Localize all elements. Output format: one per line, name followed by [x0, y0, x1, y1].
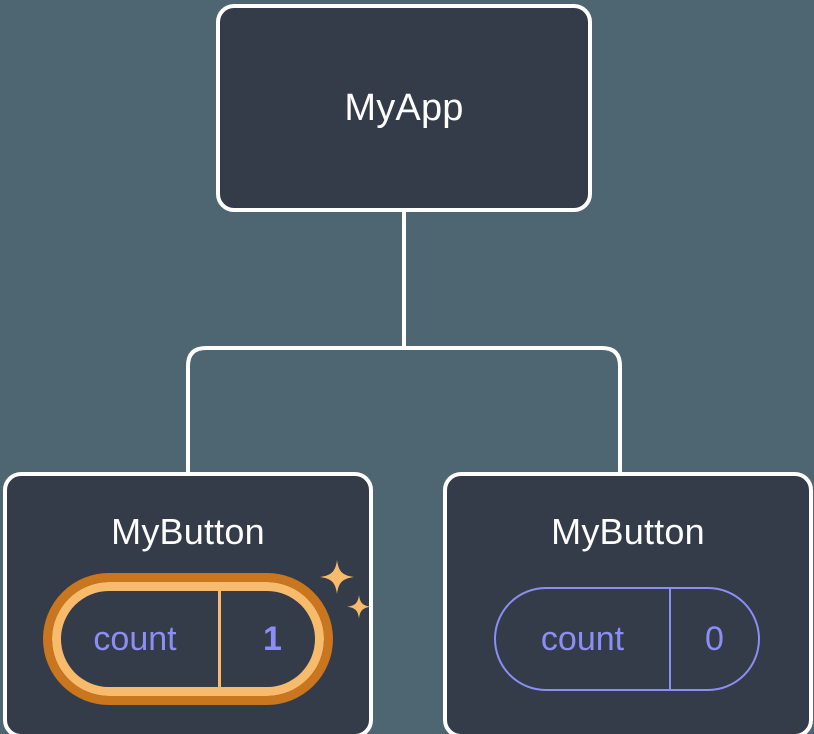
state-value-left: 1 [218, 582, 324, 696]
state-key-right: count [540, 620, 625, 658]
node-mybutton-left-label: MyButton [111, 511, 265, 552]
state-pill-right[interactable]: count 0 [494, 587, 760, 691]
node-mybutton-right-label: MyButton [551, 511, 705, 552]
state-value-right: 0 [669, 589, 758, 689]
state-pill-right-body: count 0 [494, 587, 760, 691]
edge-bus [186, 346, 622, 472]
state-key-left: count [93, 620, 177, 658]
state-pill-left[interactable]: count 1 [43, 573, 333, 705]
state-pill-left-body: count 1 [43, 573, 333, 705]
node-myapp-label: MyApp [344, 87, 464, 129]
node-myapp[interactable]: MyApp [216, 4, 592, 212]
